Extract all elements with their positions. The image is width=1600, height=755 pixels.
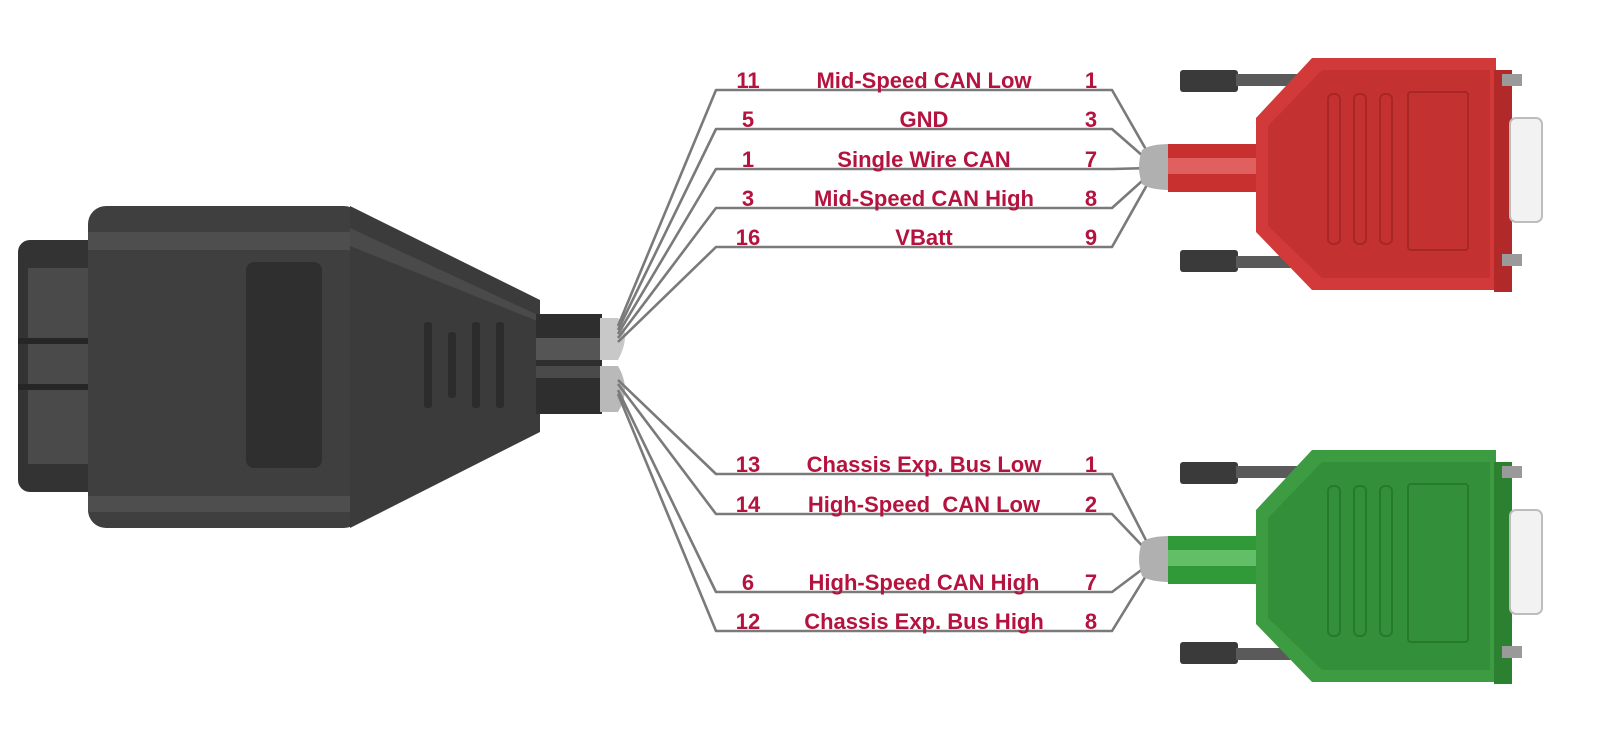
signal-label: High-Speed CAN Low <box>808 492 1041 517</box>
db9-pin-label: 1 <box>1085 68 1097 93</box>
obd-pin-label: 12 <box>736 609 760 634</box>
signal-label: High-Speed CAN High <box>809 570 1040 595</box>
obd-pin-label: 14 <box>736 492 761 517</box>
wire-red-1 <box>616 88 1154 327</box>
wire-red-2 <box>616 127 1153 331</box>
wire-red-3 <box>616 166 1153 335</box>
obd-pin-label: 6 <box>742 570 754 595</box>
signal-label: GND <box>900 107 949 132</box>
signal-label: Chassis Exp. Bus High <box>804 609 1044 634</box>
obd-connector <box>18 206 625 528</box>
obd-pin-label: 1 <box>742 147 754 172</box>
red-group-labels: 11 Mid-Speed CAN Low 1 5 GND 3 1 Single … <box>736 68 1097 250</box>
wire-green-3 <box>616 389 1153 594</box>
wire-red-4 <box>616 171 1153 339</box>
wire-red-5 <box>617 175 1154 343</box>
signal-label: VBatt <box>895 225 953 250</box>
db9-pin-label: 2 <box>1085 492 1097 517</box>
obd-pin-label: 5 <box>742 107 754 132</box>
wire-green-4 <box>616 393 1154 633</box>
db9-pin-label: 7 <box>1085 147 1097 172</box>
signal-label: Chassis Exp. Bus Low <box>807 452 1043 477</box>
signal-label: Mid-Speed CAN High <box>814 186 1034 211</box>
db9-pin-label: 8 <box>1085 609 1097 634</box>
signal-label: Single Wire CAN <box>837 147 1010 172</box>
red-db9-connector <box>1139 58 1543 292</box>
db9-pin-label: 1 <box>1085 452 1097 477</box>
db9-pin-label: 9 <box>1085 225 1097 250</box>
red-group-wires <box>616 88 1154 343</box>
obd-pin-label: 13 <box>736 452 760 477</box>
db9-pin-label: 8 <box>1085 186 1097 211</box>
obd-pin-label: 16 <box>736 225 760 250</box>
obd-pin-label: 11 <box>736 68 759 93</box>
wire-green-1 <box>617 379 1154 553</box>
green-group-labels: 13 Chassis Exp. Bus Low 1 14 High-Speed … <box>736 452 1097 634</box>
green-group-wires <box>616 379 1154 633</box>
signal-label: Mid-Speed CAN Low <box>816 68 1032 93</box>
db9-pin-label: 3 <box>1085 107 1097 132</box>
obd-pin-label: 3 <box>742 186 754 211</box>
db9-pin-label: 7 <box>1085 570 1097 595</box>
wire-green-2 <box>616 383 1153 557</box>
green-db9-connector <box>1139 450 1543 684</box>
